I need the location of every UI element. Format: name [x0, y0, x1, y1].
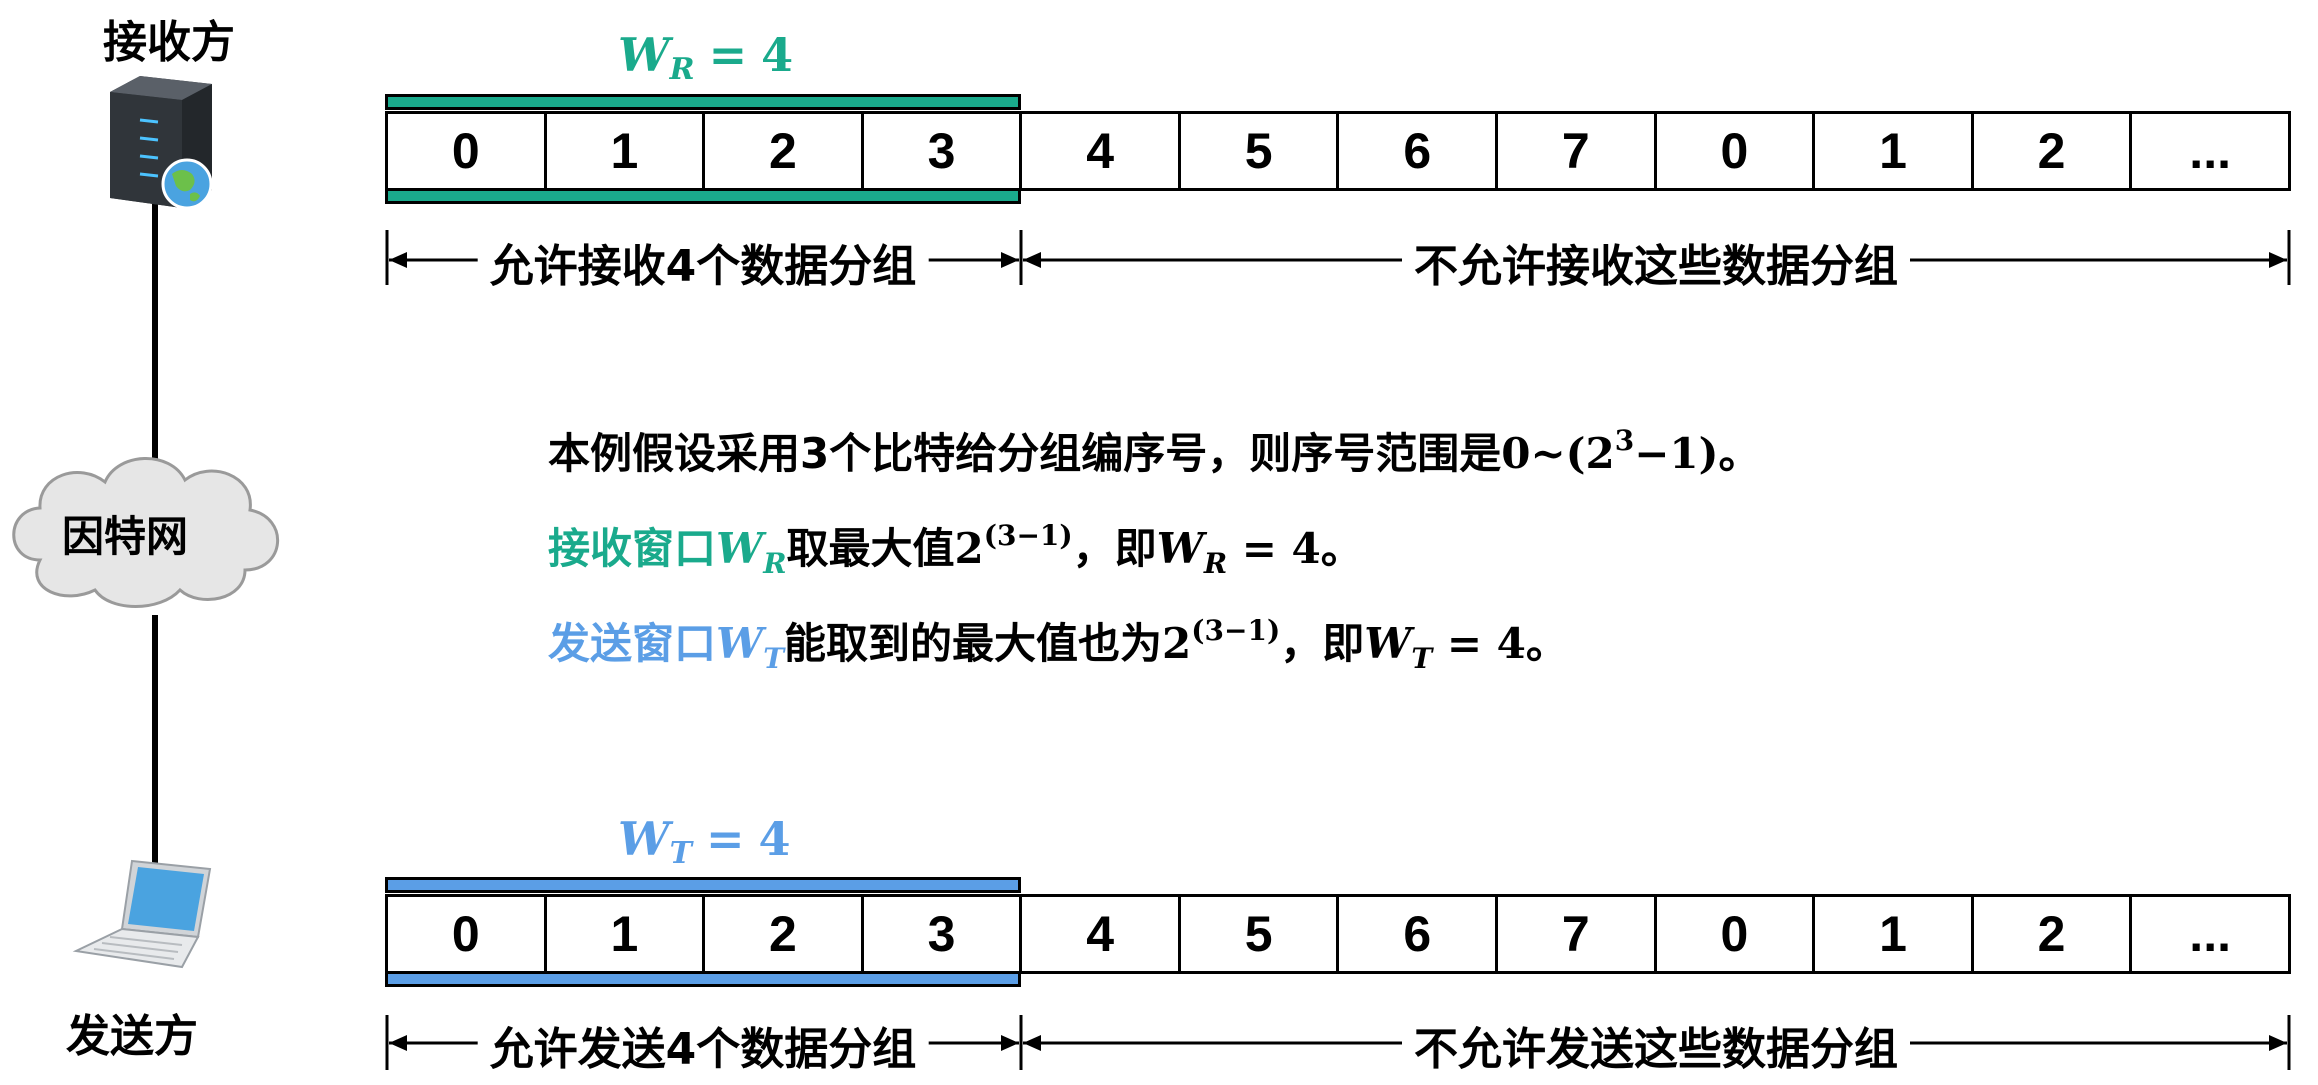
note-line-3-highlight: 发送窗口	[548, 619, 717, 668]
note-line-3-base: 2	[1162, 619, 1192, 668]
equals-sign: =	[706, 812, 745, 866]
receiver-seq-cell: 0	[451, 123, 480, 179]
sender-disallowed-text: 不允许发送这些数据分组	[1402, 1013, 1910, 1077]
sender-seq-cell: 0	[451, 906, 480, 962]
receiver-seq-cell: 1	[1812, 114, 1971, 188]
receiver-window-symbol: W	[618, 28, 670, 82]
sender-seq-cell: ...	[2129, 897, 2288, 971]
receiver-seq-cell: 2	[702, 114, 861, 188]
sender-seq-cell: 2	[702, 897, 861, 971]
note-line-2-result-symbol: W	[1156, 524, 1204, 573]
cloud-icon	[12, 457, 279, 608]
note-line-1-range-start: 0~(2	[1501, 429, 1615, 478]
note-line-2-end: 。	[1320, 524, 1363, 573]
note-line-2-base: 2	[954, 524, 984, 573]
sender-seq-cell: 6	[1336, 897, 1495, 971]
receiver-disallowed-text: 不允许接收这些数据分组	[1402, 230, 1910, 294]
sender-window-subscript: T	[669, 836, 692, 871]
sender-seq-cell: 5	[1177, 897, 1337, 971]
note-line-2-text: 取最大值	[786, 524, 955, 573]
sender-window-symbol: W	[618, 812, 670, 866]
receiver-window-bar-bottom	[385, 188, 1021, 204]
note-line-2-prefix: ，即	[1072, 524, 1157, 573]
receiver-seq-cell: 3	[860, 114, 1020, 188]
sender-label: 发送方	[66, 1011, 198, 1062]
receiver-seq-cell: 2	[1970, 114, 2130, 188]
equals-sign: =	[708, 28, 748, 82]
sender-seq-cell: 2	[1970, 897, 2130, 971]
receiver-seq-cell: 7	[1495, 114, 1654, 188]
sender-allowed-text: 允许发送4个数据分组	[477, 1013, 929, 1077]
sender-window-size: WT =4	[618, 812, 791, 871]
receiver-seq-cell: ...	[2129, 114, 2288, 188]
server-icon	[110, 76, 213, 210]
note-line-3-exponent: (3−1)	[1191, 614, 1281, 647]
receiver-window-bar-top	[385, 94, 1021, 110]
note-line-3-text: 能取到的最大值也为	[784, 619, 1163, 668]
sender-window-value: 4	[758, 812, 791, 866]
sender-window-bar-top	[385, 877, 1021, 893]
note-line-3-symbol: W	[716, 619, 764, 668]
sender-seq-cell: 4	[1019, 897, 1178, 971]
note-line-3-result-symbol: W	[1364, 619, 1412, 668]
receiver-seq-cell: 4	[1019, 114, 1178, 188]
receiver-window-size: WR =4	[618, 28, 793, 87]
note-line-3: 发送窗口WT能取到的最大值也为2(3−1)，即WT = 4。	[548, 610, 1568, 675]
note-line-2-exponent: (3−1)	[983, 519, 1073, 552]
note-line-2: 接收窗口WR取最大值2(3−1)，即WR = 4。	[548, 515, 1363, 580]
note-line-3-prefix: ，即	[1280, 619, 1365, 668]
note-line-1-range-end: −1)。	[1634, 429, 1761, 478]
sender-window-bar-bottom	[385, 971, 1021, 987]
note-line-3-end: 。	[1525, 619, 1568, 668]
note-line-2-result-value: = 4	[1227, 524, 1321, 573]
receiver-allowed-text: 允许接收4个数据分组	[477, 230, 929, 294]
note-line-3-result-subscript: T	[1411, 642, 1433, 675]
note-line-2-result-subscript: R	[1203, 547, 1228, 580]
receiver-window-value: 4	[761, 28, 794, 82]
sender-seq-cell: 7	[1495, 897, 1654, 971]
receiver-label: 接收方	[103, 17, 235, 68]
receiver-seq-cell: 0	[1653, 114, 1813, 188]
note-line-2-symbol: W	[716, 524, 764, 573]
note-line-1-text: 本例假设采用3个比特给分组编序号，则序号范围是	[548, 429, 1502, 478]
receiver-seq-cell: 5	[1177, 114, 1337, 188]
note-line-1: 本例假设采用3个比特给分组编序号，则序号范围是0~(23−1)。	[548, 420, 1761, 481]
laptop-icon	[72, 859, 212, 969]
receiver-seq-cell: 6	[1336, 114, 1495, 188]
sender-seq-cell: 3	[860, 897, 1020, 971]
sender-seq-cell: 0	[1653, 897, 1813, 971]
note-line-2-subscript: R	[763, 547, 787, 580]
note-line-3-subscript: T	[763, 642, 785, 675]
network-label: 因特网	[62, 512, 189, 561]
receiver-seq-cell: 1	[543, 114, 703, 188]
sender-seq-cell: 1	[1812, 897, 1971, 971]
sender-seq-cell: 1	[543, 897, 703, 971]
note-line-3-result-value: = 4	[1432, 619, 1526, 668]
receiver-window-subscript: R	[669, 52, 695, 87]
note-line-1-range-exponent: 3	[1614, 424, 1635, 457]
note-line-2-highlight: 接收窗口	[548, 524, 717, 573]
